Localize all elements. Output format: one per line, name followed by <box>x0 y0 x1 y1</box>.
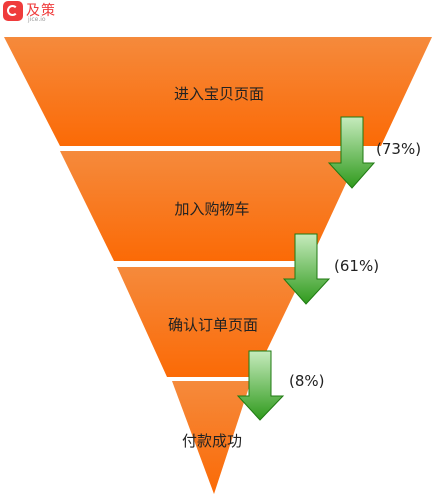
stage-label-add-to-cart: 加入购物车 <box>174 200 250 218</box>
brand-logo: 及策 jice.io <box>3 1 83 23</box>
stage-label-view-item: 进入宝贝页面 <box>173 85 265 103</box>
stage-label-confirm-order: 确认订单页面 <box>167 316 259 334</box>
brand-name: 及策 <box>26 3 56 19</box>
conversion-rate-cart: (73%) <box>376 140 422 158</box>
funnel-segment-add-to-cart <box>60 151 361 261</box>
down-arrow-icon <box>236 350 285 421</box>
brand-domain: jice.io <box>28 16 46 23</box>
brand-logo-icon <box>3 1 23 21</box>
conversion-rate-payment: (8%) <box>289 372 325 390</box>
funnel-segment-confirm-order <box>117 267 307 377</box>
funnel-segment-view-item <box>4 37 432 146</box>
funnel-segment-payment-success <box>172 381 251 494</box>
down-arrow-icon <box>282 233 331 305</box>
conversion-rate-order: (61%) <box>334 257 380 275</box>
down-arrow-icon <box>327 116 376 189</box>
stage-label-payment-success: 付款成功 <box>181 432 243 450</box>
